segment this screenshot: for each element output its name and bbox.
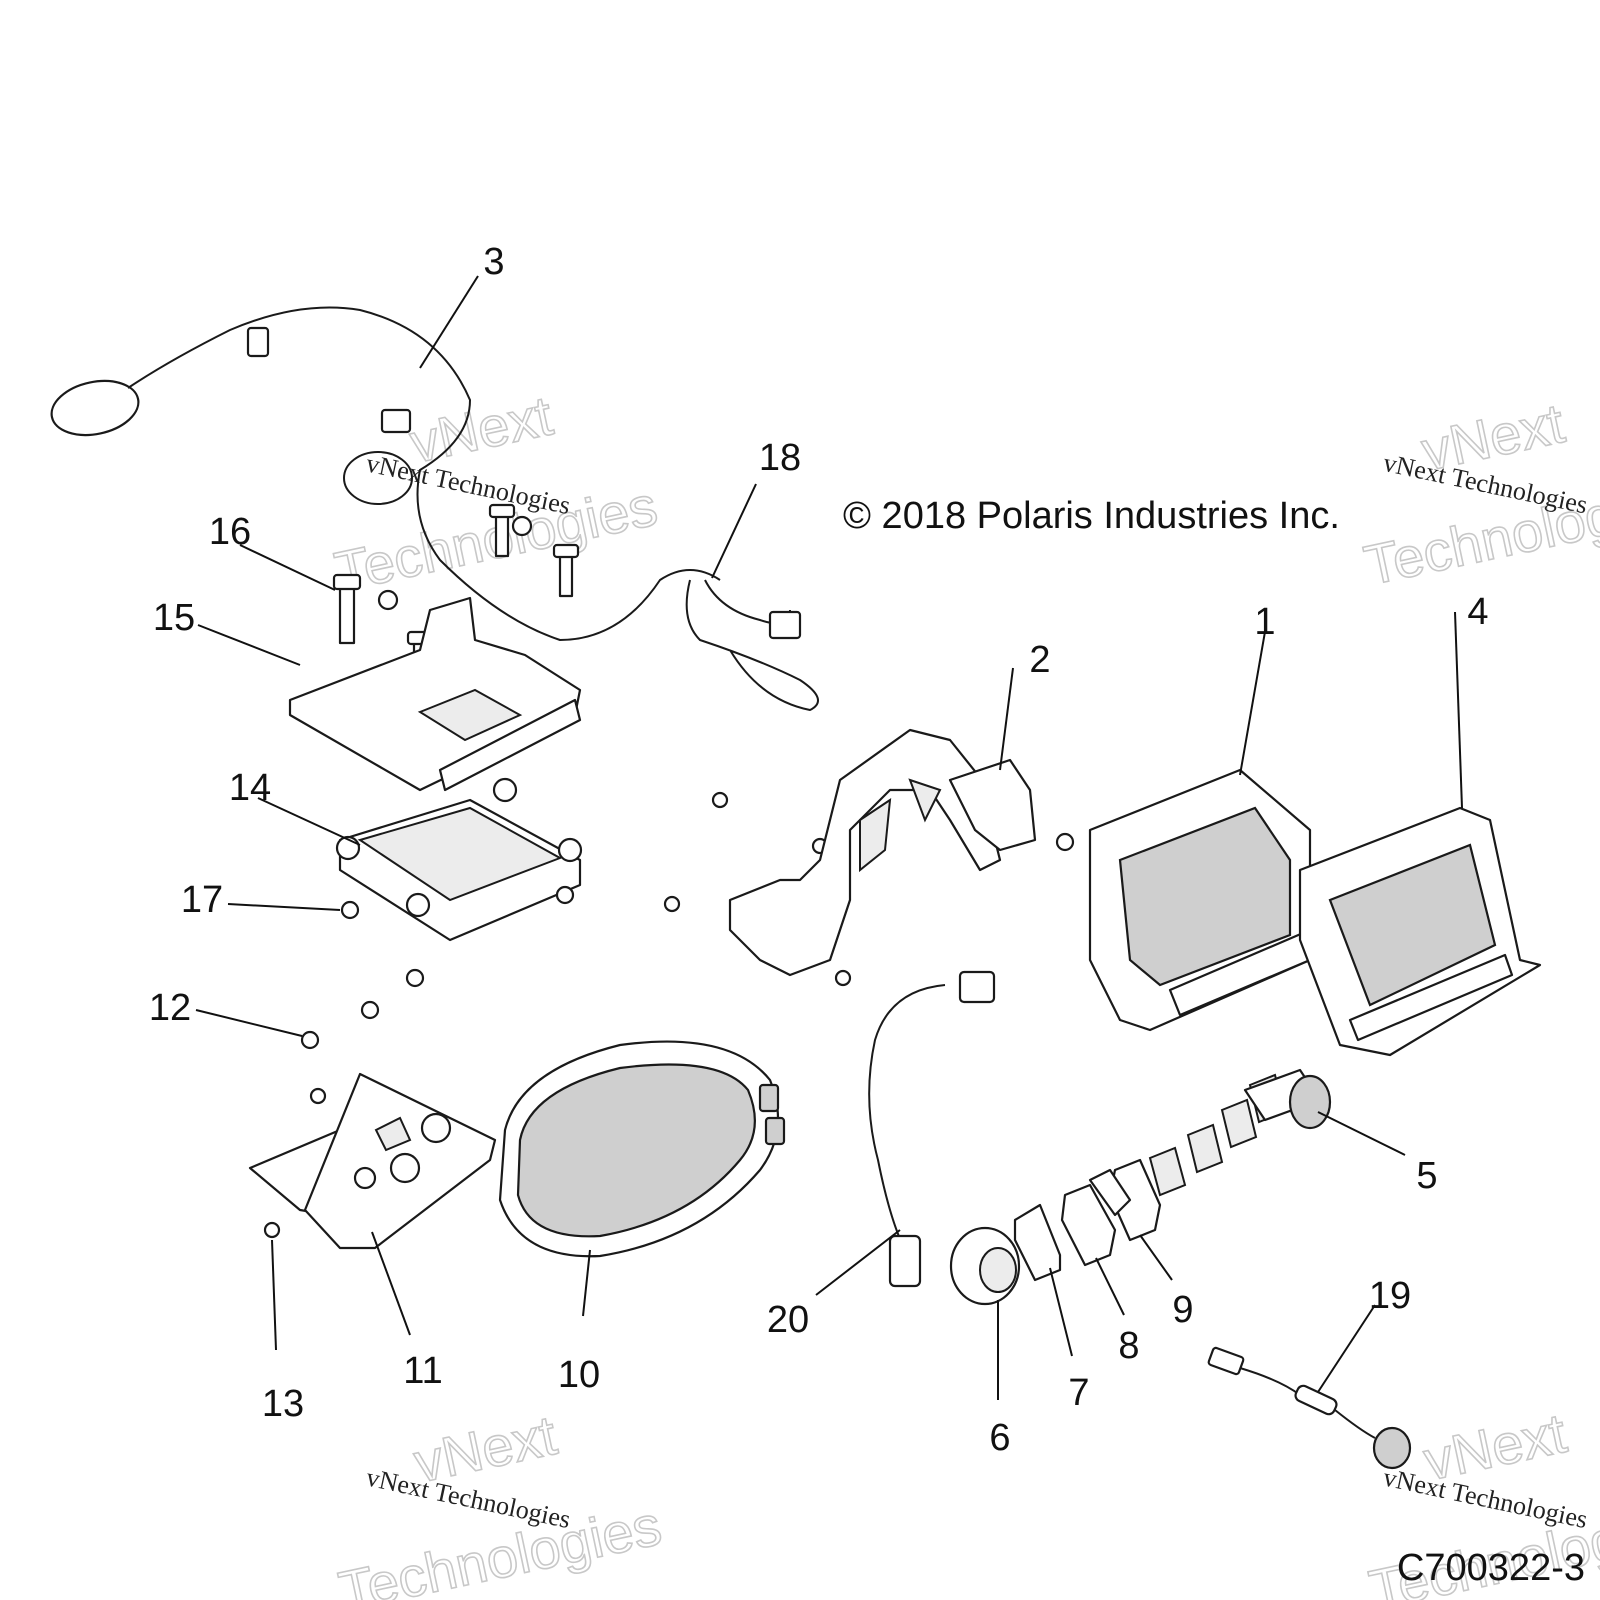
copyright-text: © 2018 Polaris Industries Inc. [843,495,1340,537]
part-19-usb-cable [1207,1346,1412,1470]
callout-17: 17 [181,879,223,921]
part-10-gauge-cluster [498,1040,786,1258]
callout-18: 18 [759,437,801,479]
callout-11: 11 [403,1350,442,1392]
part-14-controller-module [335,777,583,942]
part-20-cable [868,970,996,1288]
callout-20: 20 [767,1299,809,1341]
callout-1: 1 [1254,601,1275,643]
part-3-antenna-harness [50,306,721,642]
part-15-mounting-plate [288,596,582,792]
leader-lines [195,275,1463,1400]
callout-4: 4 [1467,591,1488,633]
callout-16: 16 [209,511,251,553]
callout-7: 7 [1068,1372,1089,1414]
callout-9: 9 [1172,1289,1193,1331]
callout-6: 6 [989,1417,1010,1459]
callout-19: 19 [1369,1275,1411,1317]
part-2-display-bracket [728,728,1037,977]
callout-2: 2 [1029,639,1050,681]
callout-5: 5 [1416,1155,1437,1197]
callout-10: 10 [558,1354,600,1396]
part-18-connector-bundle [685,579,819,712]
part-4-display-housing [1298,806,1542,1057]
part-1-display-screen [1088,768,1312,1032]
drawing-part-number: C700322-3 [1397,1547,1585,1589]
part-11-bracket [248,1072,497,1250]
callout-14: 14 [229,767,271,809]
callout-12: 12 [149,987,191,1029]
callout-8: 8 [1118,1325,1139,1367]
part-6-ignition-switch [949,1226,1021,1306]
part-5-power-outlet [1243,1068,1332,1130]
callout-3: 3 [483,241,504,283]
small-fasteners [263,791,1075,1239]
callout-15: 15 [153,597,195,639]
callout-numbers: 1 2 3 4 5 6 7 8 9 10 11 12 13 14 15 16 1… [149,241,1489,1459]
parts-7-8-9-switches [1013,1158,1162,1282]
callout-13: 13 [262,1383,304,1425]
